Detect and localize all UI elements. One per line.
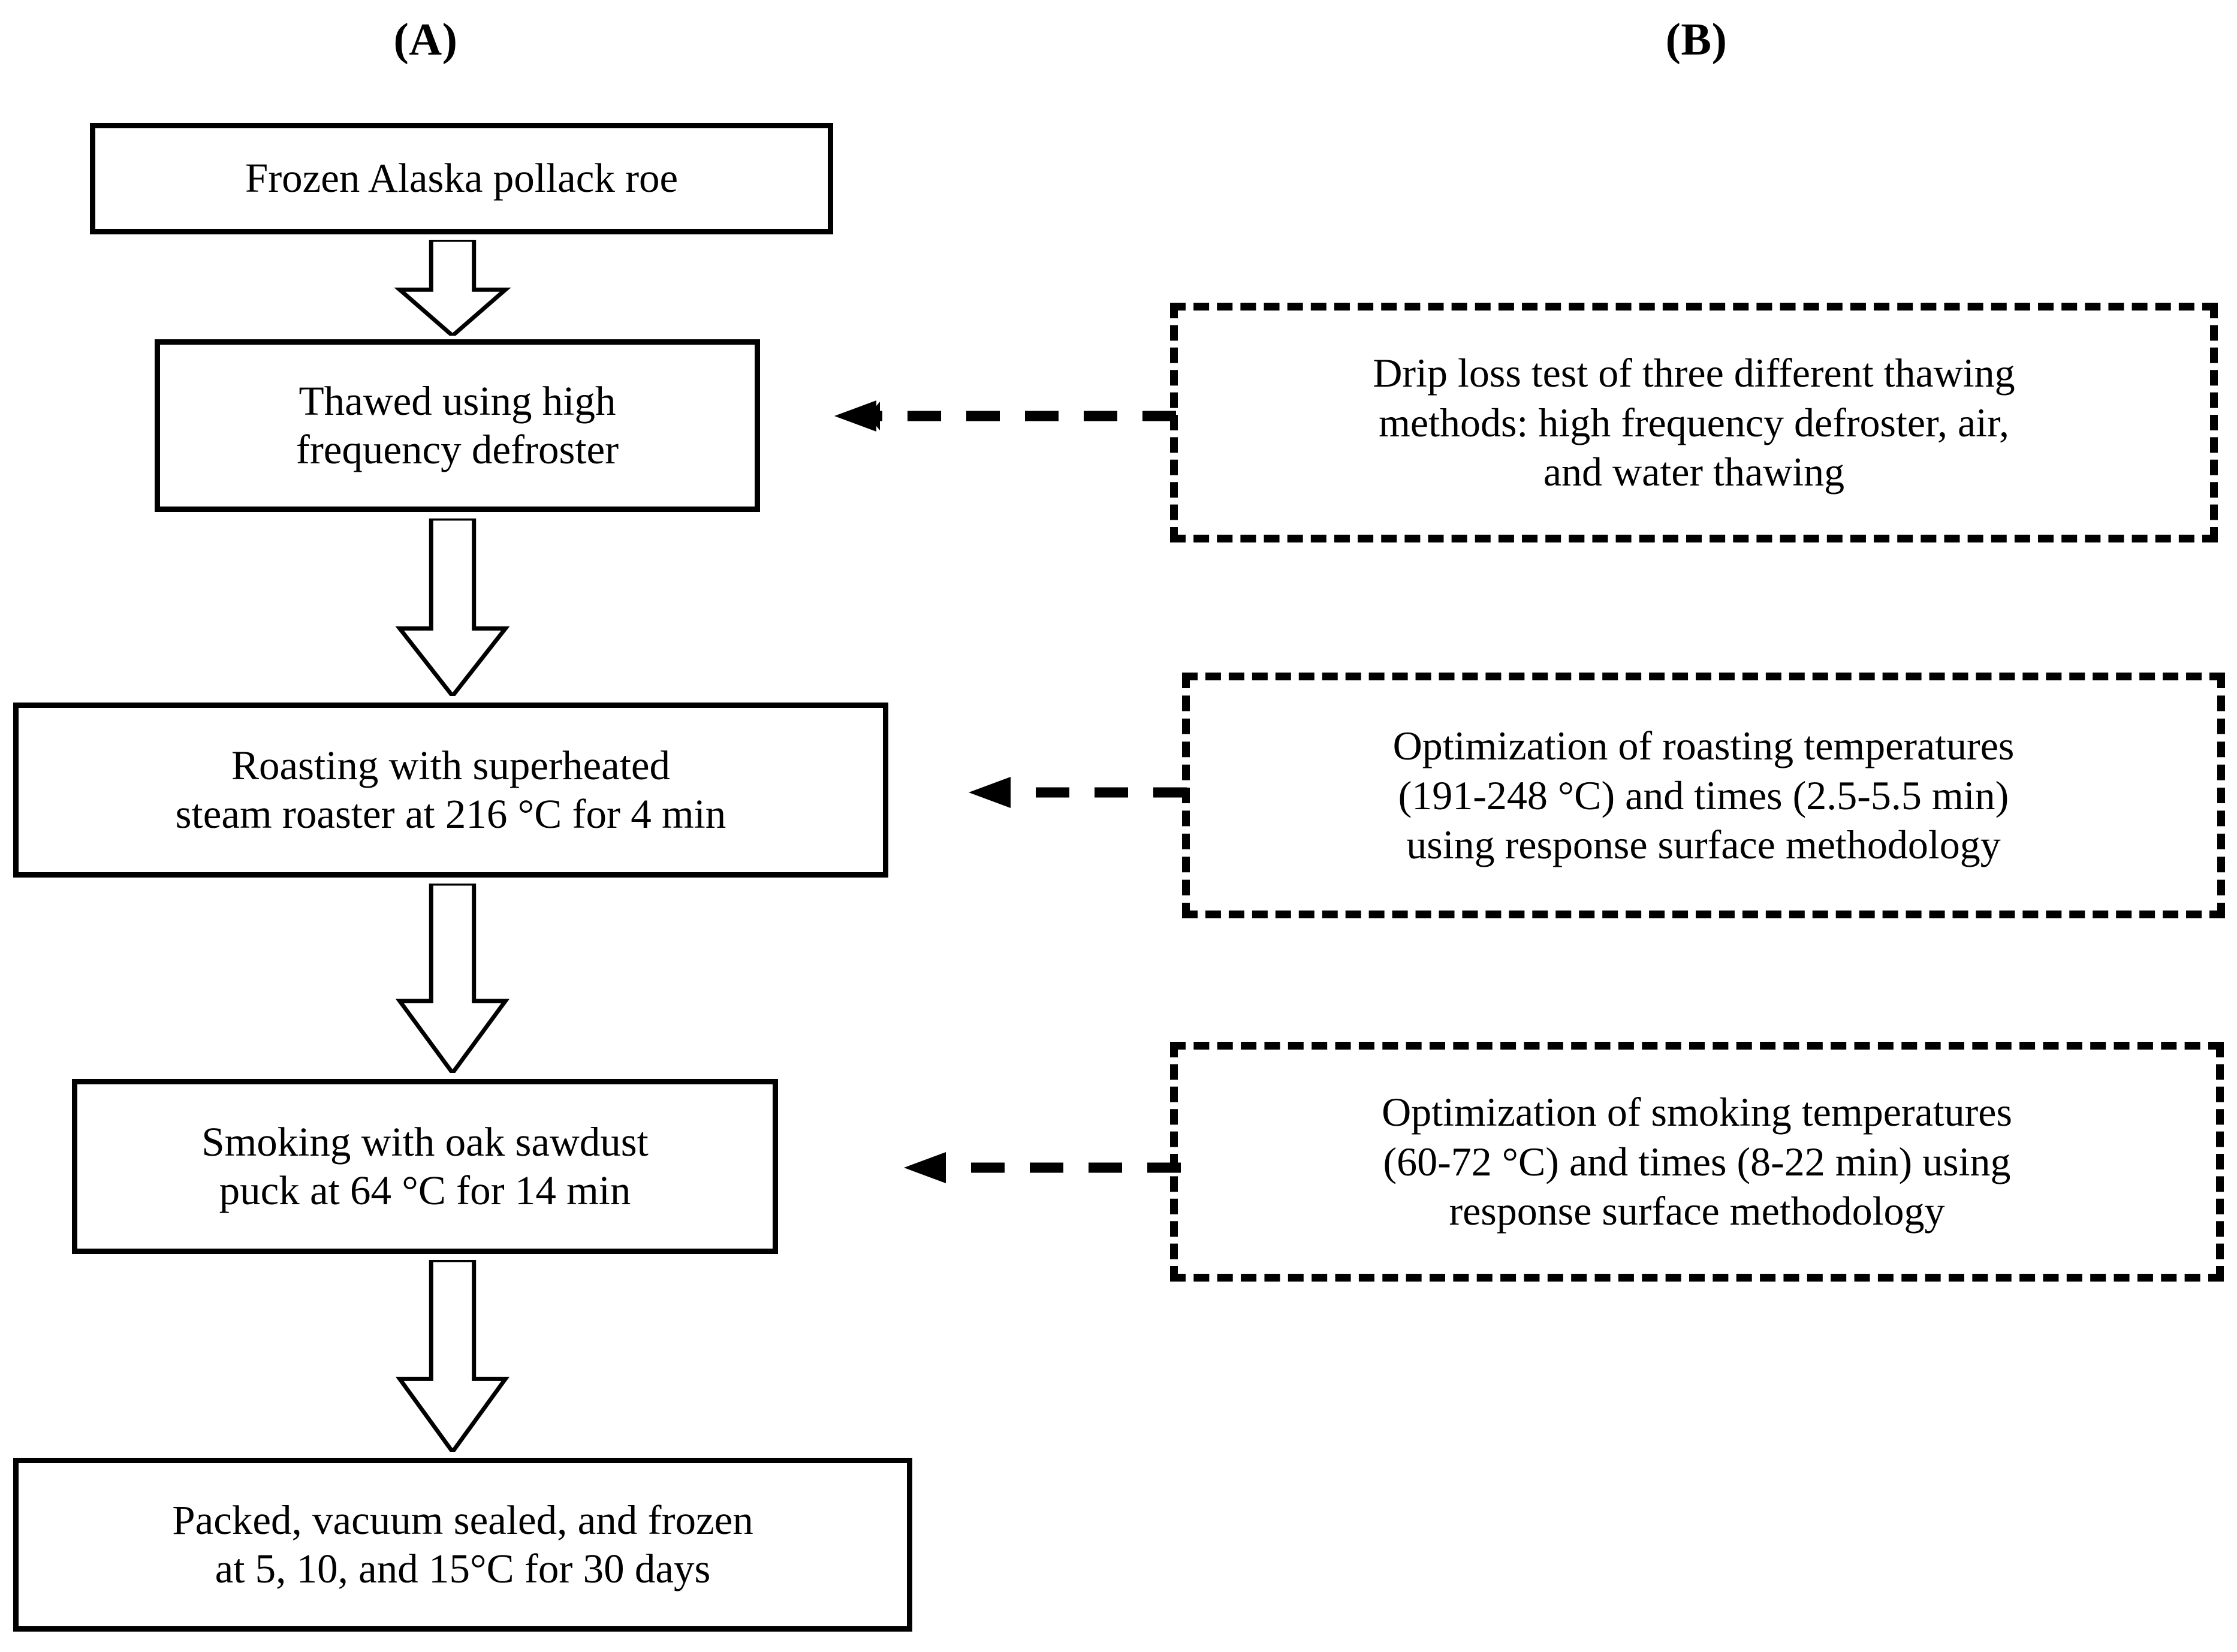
note-box-smoking-optimization: Optimization of smoking temperatures (60… — [1170, 1042, 2224, 1282]
process-box-frozen-roe: Frozen Alaska pollack roe — [90, 123, 833, 234]
process-box-thawed-label: Thawed using high frequency defroster — [296, 378, 619, 472]
block-arrow-down-icon — [390, 1260, 515, 1452]
panel-a-caption: (A) — [393, 14, 458, 65]
process-box-frozen-roe-label: Frozen Alaska pollack roe — [245, 155, 679, 201]
note-box-drip-loss-test: Drip loss test of three different thawin… — [1170, 303, 2218, 542]
process-box-roasting-label: Roasting with superheated steam roaster … — [175, 742, 726, 837]
block-arrow-down-icon — [390, 518, 515, 696]
note-box-smoking-optimization-label: Optimization of smoking temperatures (60… — [1382, 1089, 2012, 1234]
note-box-drip-loss-test-label: Drip loss test of three different thawin… — [1373, 349, 2015, 495]
dashed-arrow-left-icon — [887, 1152, 1181, 1183]
process-box-roasting: Roasting with superheated steam roaster … — [13, 703, 888, 878]
process-box-smoking: Smoking with oak sawdust puck at 64 °C f… — [72, 1079, 778, 1254]
process-box-packed: Packed, vacuum sealed, and frozen at 5, … — [13, 1458, 912, 1632]
process-box-smoking-label: Smoking with oak sawdust puck at 64 °C f… — [201, 1119, 649, 1213]
dashed-arrow-left-icon — [952, 777, 1187, 808]
block-arrow-down-icon — [390, 240, 515, 336]
block-arrow-down-icon — [390, 884, 515, 1073]
note-box-roasting-optimization: Optimization of roasting temperatures (1… — [1182, 673, 2225, 918]
dashed-arrow-left-icon — [810, 400, 1176, 432]
process-box-thawed: Thawed using high frequency defroster — [155, 339, 760, 512]
process-box-packed-label: Packed, vacuum sealed, and frozen at 5, … — [172, 1497, 753, 1591]
note-box-roasting-optimization-label: Optimization of roasting temperatures (1… — [1392, 722, 2015, 868]
panel-b-caption: (B) — [1665, 14, 1728, 65]
